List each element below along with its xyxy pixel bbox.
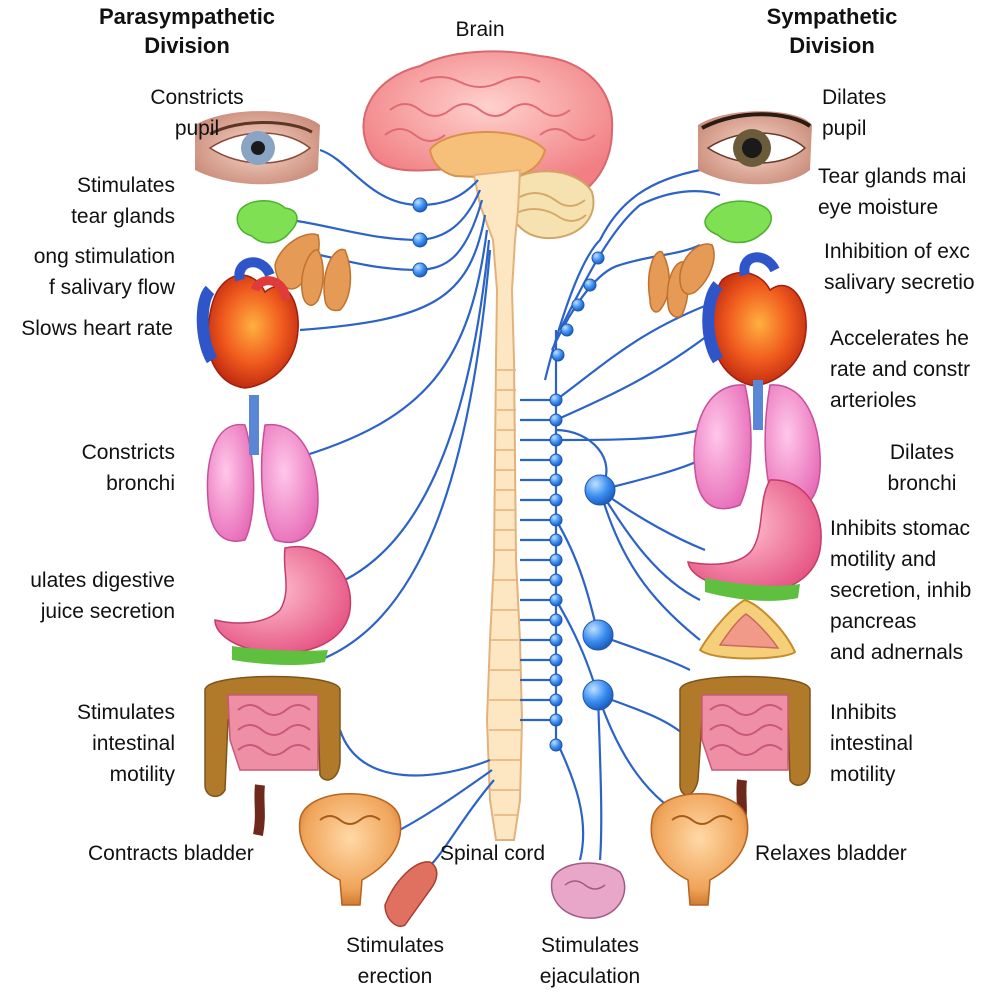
left-eye — [195, 111, 320, 185]
brain-label: Brain — [455, 18, 505, 41]
label-symp-bladder: Relaxes bladder — [755, 842, 907, 865]
right-bladder — [650, 793, 749, 906]
sympathetic-division-heading: Sympathetic Division — [766, 4, 898, 58]
nerve-fibers — [289, 148, 721, 871]
spinal-cord — [472, 168, 524, 841]
right-stomach — [687, 479, 822, 601]
left-heart — [196, 257, 299, 389]
right-salivary-glands — [648, 243, 715, 318]
seminal-vesicle — [550, 862, 626, 919]
right-lungs — [693, 380, 821, 510]
left-stomach — [214, 546, 352, 666]
label-para-heart: Slows heart rate — [21, 317, 173, 340]
right-pancreas-adrenal — [698, 598, 797, 660]
left-bladder — [298, 793, 402, 906]
left-intestine — [204, 675, 341, 836]
parasympathetic-division-heading: Parasympathetic Division — [98, 4, 276, 58]
penis — [384, 861, 438, 927]
left-tear-gland — [236, 200, 298, 244]
left-lungs — [206, 395, 319, 544]
right-tear-gland — [704, 200, 772, 244]
label-para-bladder: Contracts bladder — [88, 842, 254, 865]
brain — [362, 50, 614, 240]
left-salivary-glands — [274, 233, 352, 312]
right-eye — [698, 111, 812, 185]
right-heart — [702, 252, 807, 387]
ganglia — [412, 197, 616, 752]
spinal-cord-label: Spinal cord — [440, 842, 546, 865]
